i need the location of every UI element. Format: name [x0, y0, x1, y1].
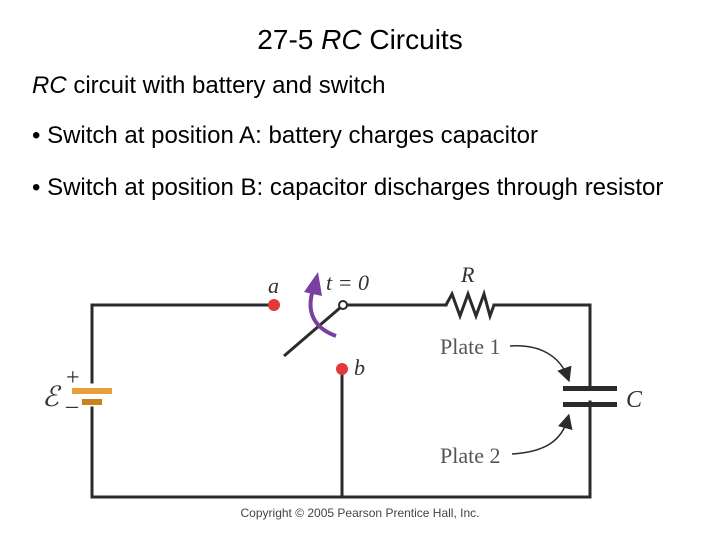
- battery-plus-sign: +: [66, 365, 80, 391]
- slide-subtitle: RC circuit with battery and switch: [32, 72, 385, 100]
- switch-motion-arrow: [308, 289, 337, 338]
- plate-2-arrow: [511, 413, 573, 455]
- label-a: a: [268, 273, 279, 298]
- circuit-wires: [90, 303, 592, 499]
- label-capacitor-c: C: [626, 387, 643, 413]
- wire-left-top: [90, 303, 276, 384]
- switch-blade: [283, 305, 342, 358]
- slide-title: 27-5 RC Circuits: [0, 24, 720, 56]
- switch-pivot: [338, 300, 348, 310]
- title-rest: Circuits: [369, 24, 463, 55]
- subtitle-rc: RC: [32, 72, 67, 99]
- bullet-position-b: • Switch at position B: capacitor discha…: [32, 174, 664, 201]
- label-emf: ℰ: [42, 382, 62, 413]
- label-resistor-r: R: [460, 262, 475, 287]
- title-rc: RC: [321, 24, 362, 55]
- title-number: 27-5: [257, 24, 314, 55]
- label-t-zero: t = 0: [326, 270, 369, 295]
- copyright-notice: Copyright © 2005 Pearson Prentice Hall, …: [240, 506, 480, 520]
- switch-motion-arrowhead: [304, 272, 322, 296]
- subtitle-rest: circuit with battery and switch: [73, 72, 386, 99]
- label-plate-1: Plate 1: [440, 334, 501, 359]
- terminal-b: [336, 363, 348, 375]
- resistor: [444, 289, 496, 321]
- wire-resistor-to-cap: [492, 303, 592, 390]
- battery-negative-plate: [82, 399, 102, 405]
- label-plate-2: Plate 2: [440, 443, 501, 468]
- terminal-a: [268, 299, 280, 311]
- label-b: b: [354, 355, 365, 380]
- plate-1-arrow: [509, 345, 572, 383]
- battery-positive-plate: [72, 388, 112, 394]
- battery-minus-sign: –: [65, 393, 79, 419]
- capacitor-plate-2: [563, 402, 617, 407]
- bullet-position-a: • Switch at position A: battery charges …: [32, 122, 538, 149]
- capacitor-plate-1: [563, 386, 617, 391]
